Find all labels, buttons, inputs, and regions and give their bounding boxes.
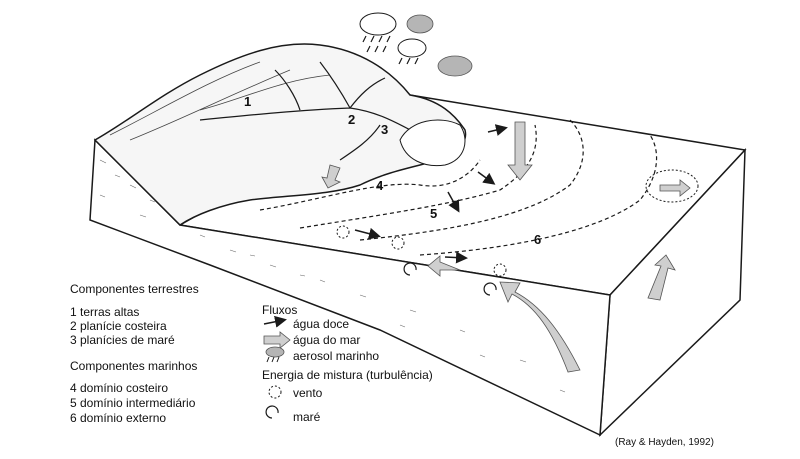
river-network [199,61,461,161]
zone-number-4: 4 [376,178,384,193]
mixing-tide-label: maré [293,410,321,424]
flow-fresh-water-label: água doce [293,317,350,331]
depth-contours [259,119,658,256]
sea-water-arrows [321,121,691,373]
marine-item: 4 domínio costeiro [70,381,169,395]
citation: (Ray & Hayden, 1992) [615,437,714,448]
block-front-face [89,138,611,437]
terrestrial-item: 1 terras altas [70,305,140,319]
highlands-land [93,43,467,226]
zone-number-1: 1 [244,94,252,109]
marine-heading: Componentes marinhos [70,359,198,373]
cloud-rain-group [359,12,473,77]
zone-number-2: 2 [348,112,356,127]
flow-sea-water-label: água do mar [293,333,361,347]
zone-number-6: 6 [534,232,542,247]
legend-icons [263,315,291,419]
terrestrial-heading: Componentes terrestres [70,282,199,296]
marine-item: 5 domínio intermediário [70,396,196,410]
marine-item: 6 domínio externo [70,411,167,425]
terrestrial-item: 3 planícies de maré [70,333,175,347]
tidal-flat [399,119,466,167]
terrestrial-item: 2 planície costeira [70,319,167,333]
zone-number-3: 3 [381,122,389,137]
zone-number-5: 5 [430,206,438,221]
flows-heading: Fluxos [262,303,298,317]
mixing-heading: Energia de mistura (turbulência) [262,368,433,382]
ridge-lines [109,61,331,141]
tide-arrow-icons [403,262,497,296]
mixing-wind-label: vento [293,386,323,400]
wind-circle-icons [336,169,699,277]
flow-aerosol-label: aerosol marinho [293,349,380,363]
fresh-water-arrows [354,124,508,264]
